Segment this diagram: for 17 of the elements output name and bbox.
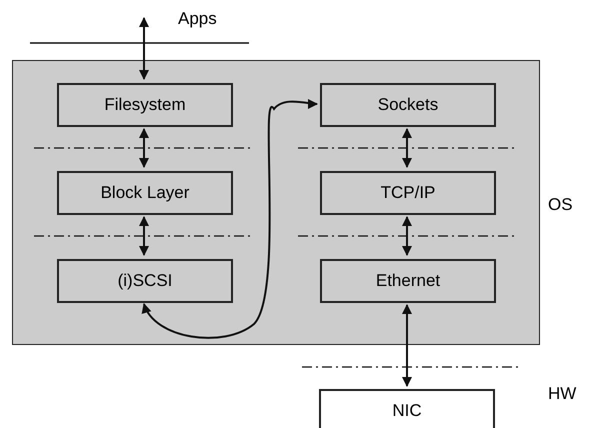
arrow xyxy=(402,304,412,387)
arrow xyxy=(139,17,149,80)
arrow xyxy=(139,216,149,256)
layer-box: NIC xyxy=(319,389,495,428)
layer-box: Sockets xyxy=(320,83,496,127)
arrow xyxy=(143,98,318,339)
layer-box: Ethernet xyxy=(320,259,496,303)
layer-box: TCP/IP xyxy=(320,171,496,215)
layer-label: OS xyxy=(548,194,573,216)
layer-box: (i)SCSI xyxy=(57,259,233,303)
layer-label: HW xyxy=(548,383,576,405)
arrow xyxy=(139,128,149,168)
layer-box: Filesystem xyxy=(57,83,233,127)
layer-label: Apps xyxy=(178,8,217,30)
arrow xyxy=(402,128,412,168)
layer-box: Block Layer xyxy=(57,171,233,215)
arrow xyxy=(402,216,412,256)
